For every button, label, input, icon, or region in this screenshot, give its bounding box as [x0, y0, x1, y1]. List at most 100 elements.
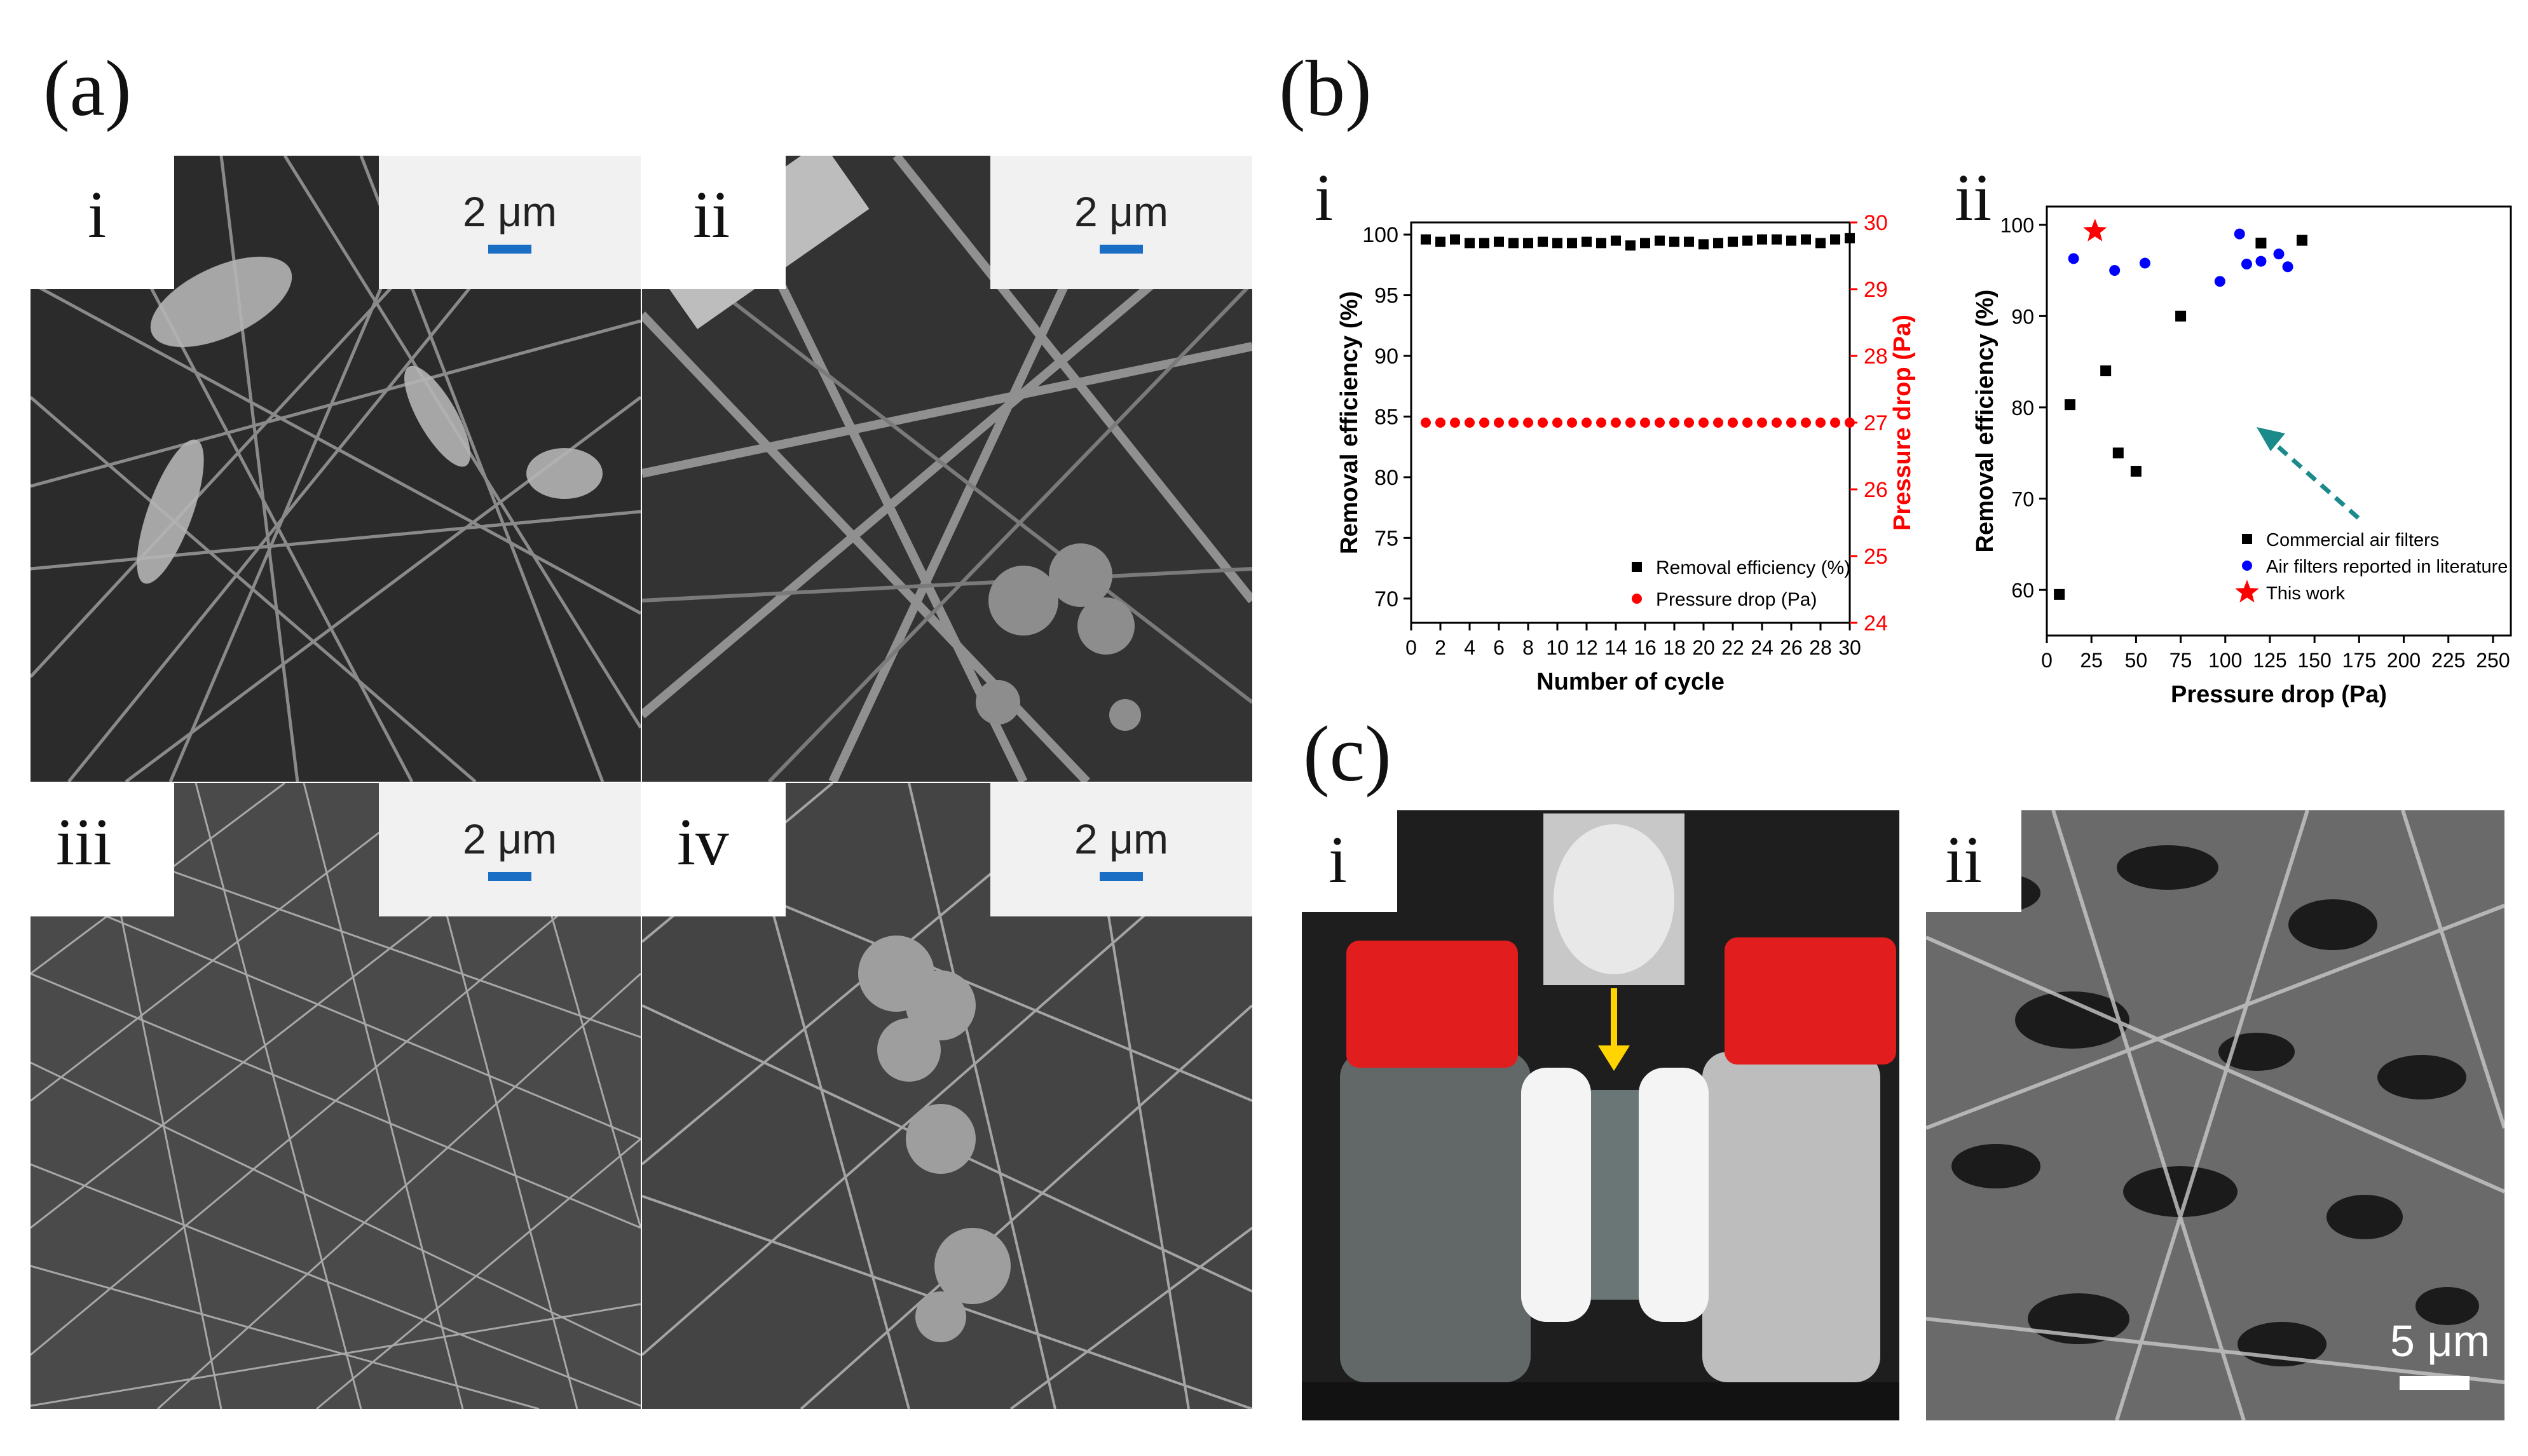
x-axis-label: Number of cycle — [1536, 669, 1725, 695]
chart-label-i: i — [1315, 160, 1334, 235]
point-pressure-drop — [1479, 418, 1489, 428]
photo-label-i: i — [1329, 822, 1348, 897]
x-tick-label: 225 — [2431, 649, 2465, 672]
point-removal-efficiency — [1801, 234, 1811, 245]
point-pressure-drop — [1772, 418, 1782, 428]
photo-filter-setup — [1302, 810, 1899, 1420]
photo-tab-ii — [1926, 810, 2021, 912]
point-pressure-drop — [1655, 418, 1665, 428]
point-removal-efficiency — [1611, 235, 1621, 246]
clamp-left — [1521, 1068, 1591, 1322]
x-tick-label: 26 — [1780, 636, 1803, 659]
point-pressure-drop — [1640, 418, 1650, 428]
x-axis-label: Pressure drop (Pa) — [2171, 681, 2387, 708]
scale-bar-iv — [1100, 872, 1143, 881]
y-tick-label: 75 — [1374, 526, 1398, 550]
plot-frame — [2046, 205, 2512, 637]
point-pressure-drop — [1801, 418, 1811, 428]
chart-label-ii: ii — [1955, 160, 1992, 235]
cap-left — [1346, 941, 1518, 1068]
x-tick-label: 22 — [1721, 636, 1744, 659]
point-removal-efficiency — [1742, 235, 1753, 246]
x-tick-label: 12 — [1575, 636, 1598, 659]
clamp-right — [1639, 1068, 1709, 1322]
sem-label-i: i — [88, 177, 107, 252]
point-pressure-drop — [1421, 418, 1431, 428]
y2-tick-label: 26 — [1864, 478, 1888, 502]
x-tick-label: 25 — [2080, 649, 2103, 672]
point-pressure-drop — [1567, 418, 1577, 428]
point-removal-efficiency — [1582, 236, 1592, 247]
point-removal-efficiency — [1640, 238, 1650, 248]
y-tick-label: 85 — [1374, 405, 1398, 429]
point-commercial-filter — [2100, 365, 2112, 377]
point-commercial-filter — [2054, 589, 2065, 600]
x-tick-label: 30 — [1838, 636, 1861, 659]
scale-box-ii: 2 μm — [990, 156, 1252, 289]
point-commercial-filter — [2130, 465, 2142, 477]
y-tick-label: 80 — [1374, 466, 1398, 490]
scale-bar-ii — [1100, 245, 1143, 254]
point-removal-efficiency — [1786, 235, 1796, 246]
point-removal-efficiency — [1815, 238, 1826, 248]
scale-text-iii: 2 μm — [462, 815, 557, 862]
sem-tab-iii — [31, 783, 174, 916]
scale-bar-c-ii — [2400, 1376, 2470, 1390]
legend-marker-this-work — [2235, 580, 2259, 602]
point-commercial-filter — [2112, 447, 2124, 459]
x-tick-label: 4 — [1464, 636, 1475, 659]
bottle-right — [1702, 1052, 1880, 1382]
x-tick-label: 200 — [2387, 649, 2421, 672]
annotation-arrow-line — [2271, 440, 2360, 520]
x-tick-label: 28 — [1809, 636, 1832, 659]
point-commercial-filter — [2175, 310, 2187, 322]
x-tick-label: 250 — [2476, 649, 2510, 672]
legend-label-literature: Air filters reported in literature — [2266, 557, 2508, 577]
point-removal-efficiency — [1421, 234, 1431, 245]
point-removal-efficiency — [1567, 238, 1577, 248]
scale-text-ii: 2 μm — [1074, 188, 1169, 235]
x-tick-label: 175 — [2342, 649, 2376, 672]
point-literature-filter — [2273, 248, 2285, 260]
point-pressure-drop — [1582, 418, 1592, 428]
x-tick-label: 50 — [2125, 649, 2148, 672]
y2-tick-label: 28 — [1864, 344, 1888, 369]
sem-label-ii: ii — [693, 177, 730, 252]
point-removal-efficiency — [1713, 238, 1723, 248]
point-literature-filter — [2214, 276, 2225, 287]
point-literature-filter — [2109, 265, 2121, 276]
cap-right — [1725, 937, 1896, 1065]
legend-label-commercial: Commercial air filters — [2266, 530, 2439, 550]
x-tick-label: 6 — [1493, 636, 1505, 659]
point-removal-efficiency — [1435, 236, 1445, 247]
point-literature-filter — [2241, 258, 2252, 269]
x-tick-label: 0 — [2041, 649, 2053, 672]
point-pressure-drop — [1611, 418, 1621, 428]
x-tick-label: 150 — [2297, 649, 2331, 672]
y2-tick-label: 27 — [1864, 411, 1888, 435]
point-pressure-drop — [1523, 418, 1533, 428]
point-pressure-drop — [1494, 418, 1504, 428]
point-removal-efficiency — [1508, 238, 1519, 248]
legend-label-pressure: Pressure drop (Pa) — [1656, 589, 1817, 610]
y2-tick-label: 29 — [1864, 278, 1888, 302]
sem-label-iii: iii — [56, 805, 112, 879]
point-pressure-drop — [1538, 418, 1548, 428]
x-tick-label: 2 — [1435, 636, 1446, 659]
point-removal-efficiency — [1494, 236, 1504, 247]
legend-label-removal: Removal efficiency (%) — [1656, 557, 1850, 578]
point-pressure-drop — [1435, 418, 1445, 428]
y2-axis-label: Pressure drop (Pa) — [1889, 315, 1916, 531]
point-this-work — [2083, 219, 2107, 242]
point-removal-efficiency — [1465, 238, 1475, 248]
point-commercial-filter — [2255, 237, 2267, 248]
scale-box-iii: 2 μm — [379, 783, 641, 916]
point-literature-filter — [2139, 257, 2150, 269]
point-removal-efficiency — [1830, 234, 1840, 245]
point-removal-efficiency — [1772, 234, 1782, 245]
x-tick-label: 8 — [1522, 636, 1534, 659]
panel-label-b: (b) — [1279, 45, 1372, 133]
x-tick-label: 16 — [1634, 636, 1657, 659]
y2-tick-label: 25 — [1864, 545, 1888, 569]
